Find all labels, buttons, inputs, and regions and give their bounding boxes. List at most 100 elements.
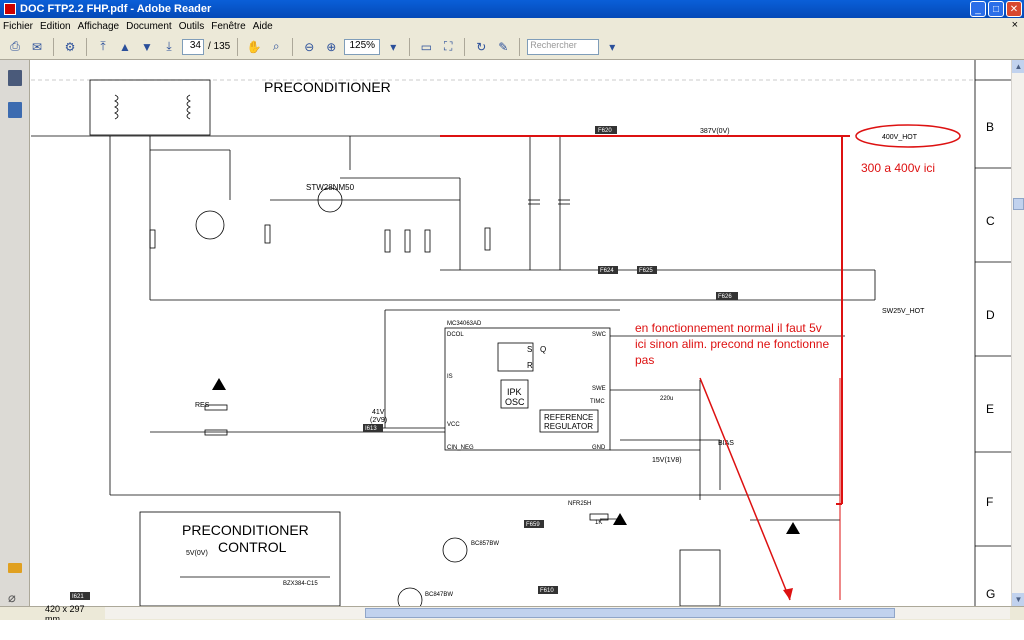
toolbar: ⎙ ✉ ⚙ ⤒ ▲ ▼ ⤓ 34 / 135 ✋ ⌕ ⊖ ⊕ 125% ▾ ▭ …	[0, 34, 1024, 60]
part-bc857: BC857BW	[471, 541, 499, 547]
toolbar-divider	[292, 37, 294, 56]
row-label-e: E	[986, 402, 994, 416]
value-1k: 1K	[595, 520, 602, 526]
row-label-c: C	[986, 214, 995, 228]
document-viewport[interactable]: F620 F624 F625 F626 I613 F659 F610 I621 …	[31, 60, 1011, 606]
menu-item-aide[interactable]: Aide	[252, 20, 273, 32]
toolbar-divider	[86, 37, 87, 56]
menu-item-outils[interactable]: Outils	[178, 20, 205, 32]
toolbar-divider	[53, 37, 54, 56]
last-page-icon[interactable]: ⤓	[166, 39, 172, 53]
pin-swc: SWC	[592, 332, 607, 338]
horizontal-scroll-thumb[interactable]	[365, 608, 895, 618]
page-number-input[interactable]: 34	[182, 38, 204, 55]
menu-item-document[interactable]: Document	[126, 20, 172, 32]
ic-ipk: IPK	[507, 387, 522, 397]
scroll-up-icon[interactable]: ▲	[1012, 60, 1024, 73]
pin-timc: TIMC	[590, 399, 605, 405]
part-nfr25h: NFR25H	[568, 501, 591, 507]
next-page-icon[interactable]: ▼	[141, 39, 153, 54]
first-page-icon[interactable]: ⤒	[100, 39, 106, 53]
schematic-title-preconditioner: PRECONDITIONER	[264, 79, 391, 95]
menu-item-fenetre[interactable]: Fenêtre	[211, 20, 246, 32]
pin-dcol: DCOL	[447, 332, 464, 338]
tag-f624: F624	[600, 268, 614, 274]
row-label-g: G	[986, 587, 995, 601]
zoom-tool-icon[interactable]: ⌕	[272, 39, 280, 53]
hand-tool-icon[interactable]: ✋	[246, 39, 262, 54]
menu-item-affichage[interactable]: Affichage	[77, 20, 120, 32]
warning-icon	[212, 378, 226, 390]
row-label-d: D	[986, 308, 995, 322]
search-input[interactable]: Rechercher	[527, 38, 600, 55]
net-sw25v-hot: SW25V_HOT	[882, 308, 925, 315]
sign-icon[interactable]: ✎	[498, 39, 509, 54]
bookmarks-icon[interactable]	[8, 102, 22, 118]
document-close-icon[interactable]: ×	[1011, 19, 1018, 31]
tag-i621: I621	[72, 594, 84, 600]
latch-r: R	[527, 361, 533, 370]
voltage-387v: 387V(0V)	[700, 128, 730, 135]
comments-icon[interactable]	[8, 563, 22, 573]
voltage-41v: 41V	[372, 409, 385, 416]
part-stw28nm50: STW28NM50	[306, 183, 355, 192]
toolbar-divider	[409, 37, 411, 56]
tag-f620: F620	[598, 128, 612, 134]
collaborate-icon[interactable]: ⚙	[64, 39, 76, 54]
annotation-300-400v: 300 a 400v ici	[861, 161, 935, 175]
previous-page-icon[interactable]: ▲	[119, 39, 131, 54]
menu-item-edition[interactable]: Edition	[40, 20, 71, 32]
annotation-line-3: pas	[635, 353, 654, 367]
voltage-15v: 15V(1V8)	[652, 457, 682, 464]
maximize-button[interactable]: □	[988, 1, 1004, 17]
fit-page-icon[interactable]: ▭	[420, 39, 432, 54]
label-res: RES	[195, 402, 210, 409]
window-title: DOC FTP2.2 FHP.pdf - Adobe Reader	[20, 3, 212, 15]
zoom-out-icon[interactable]: ⊖	[304, 39, 315, 54]
warning-icon	[786, 522, 800, 534]
ic-reference: REFERENCE	[544, 413, 593, 422]
print-icon[interactable]: ⎙	[10, 39, 20, 53]
adobe-reader-icon	[4, 3, 16, 15]
zoom-dropdown-icon[interactable]: ▾	[390, 39, 397, 54]
toolbar-divider	[519, 37, 521, 56]
voltage-5v: 5V(0V)	[186, 550, 208, 557]
schematic-title-preconditioner-control: PRECONDITIONER	[182, 522, 309, 538]
warning-icon	[613, 513, 627, 525]
attachments-icon[interactable]: ⌀	[8, 590, 16, 605]
toolbar-divider	[237, 37, 239, 56]
rotate-icon[interactable]: ↻	[476, 39, 487, 54]
pin-cin-neg: CIN_NEG	[447, 445, 474, 451]
pages-icon[interactable]	[8, 70, 22, 86]
scroll-down-icon[interactable]: ▼	[1012, 593, 1024, 606]
scroll-thumb[interactable]	[1013, 198, 1024, 210]
tag-i613: I613	[365, 426, 377, 432]
search-dropdown-icon[interactable]: ▾	[609, 39, 616, 54]
vertical-scrollbar[interactable]: ▲ ▼	[1011, 60, 1024, 606]
menu-item-fichier[interactable]: Fichier	[3, 20, 34, 32]
zoom-level-select[interactable]: 125%	[344, 38, 381, 55]
row-label-f: F	[986, 495, 993, 509]
value-220u: 220u	[660, 396, 673, 402]
menu-bar: Fichier Edition Affichage Document Outil…	[0, 18, 1024, 34]
net-400v-hot: 400V_HOT	[882, 134, 918, 141]
pin-swe: SWE	[592, 386, 606, 392]
horizontal-scrollbar[interactable]	[105, 607, 1010, 619]
toolbar-divider	[464, 37, 466, 56]
tag-f659: F659	[526, 522, 540, 528]
pin-gnd: GND	[592, 445, 606, 451]
title-bar: DOC FTP2.2 FHP.pdf - Adobe Reader _ □ ✕	[0, 0, 1024, 18]
bottom-blank-area	[0, 620, 1024, 640]
email-icon[interactable]: ✉	[31, 39, 43, 54]
close-button[interactable]: ✕	[1006, 1, 1022, 17]
annotation-line-2: ici sinon alim. precond ne fonctionne	[635, 337, 829, 351]
schematic-title-control: CONTROL	[218, 539, 287, 555]
minimize-button[interactable]: _	[970, 1, 986, 17]
zoom-in-icon[interactable]: ⊕	[326, 39, 337, 54]
page-count: / 135	[208, 41, 231, 52]
latch-s: S	[527, 345, 532, 354]
schematic-drawing: F620 F624 F625 F626 I613 F659 F610 I621 …	[31, 60, 1011, 606]
tag-f625: F625	[639, 268, 653, 274]
fit-width-icon[interactable]: ⛶	[444, 39, 453, 53]
part-bc847: BC847BW	[425, 592, 453, 598]
